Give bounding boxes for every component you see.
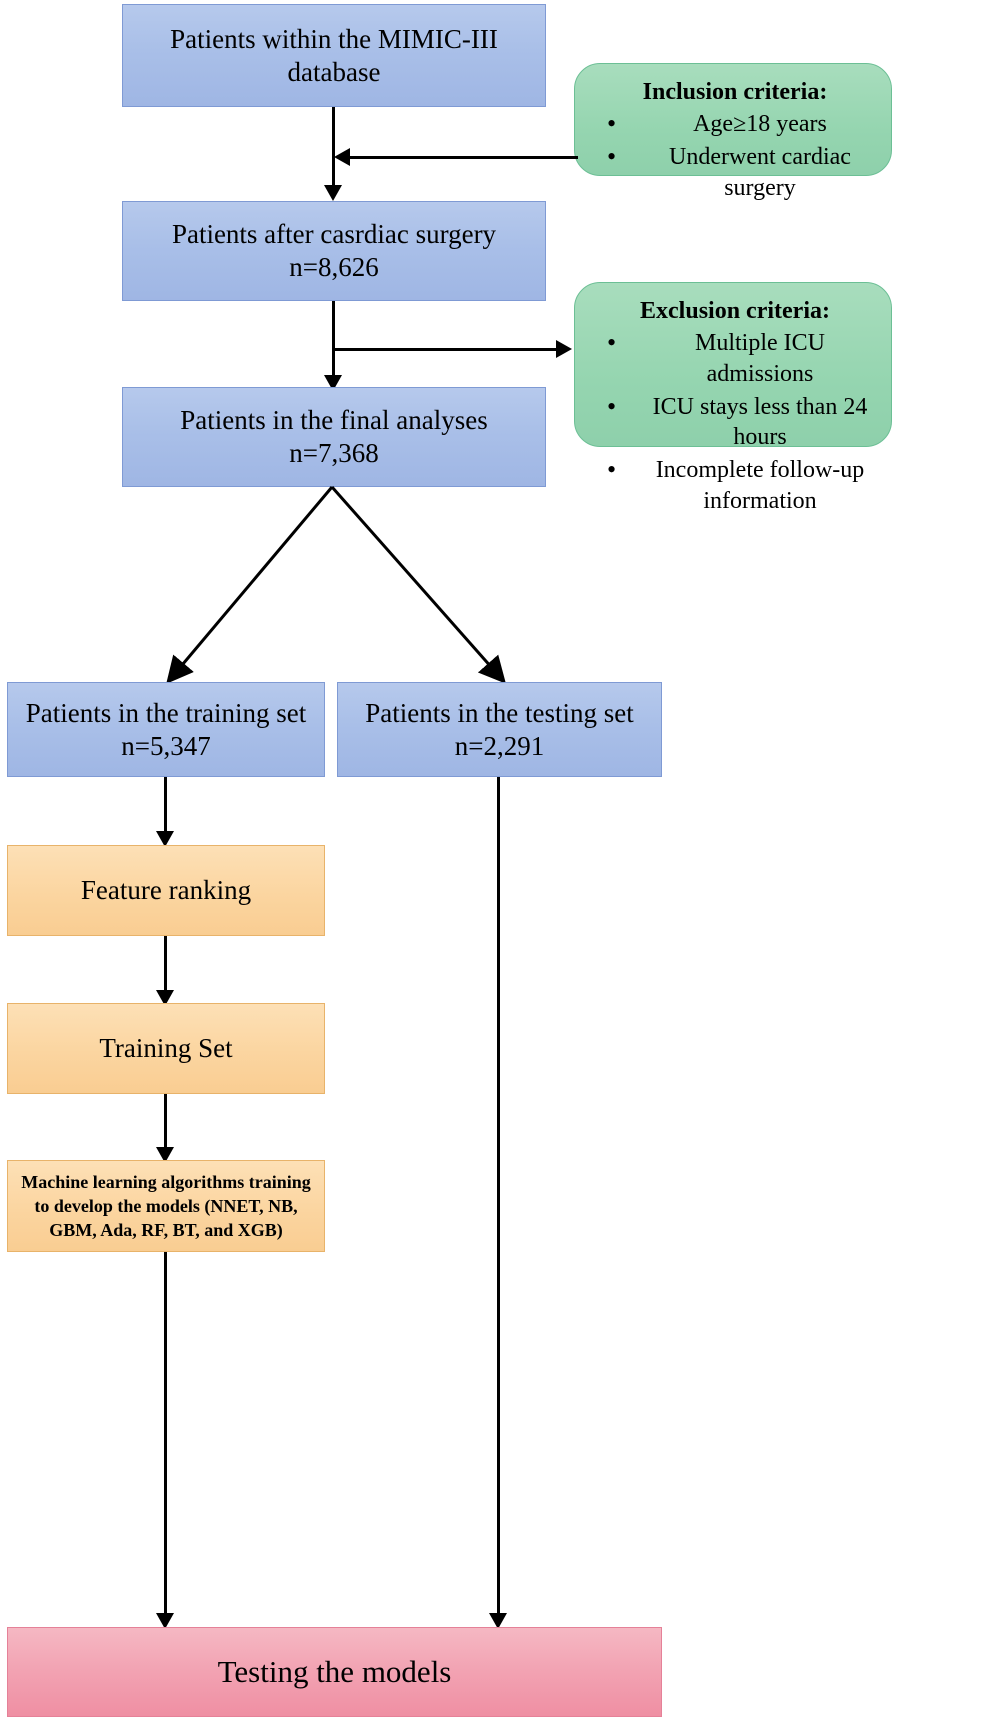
edge-surgery-to-final-line	[332, 301, 335, 379]
edge-ml-to-testingmodels-arrowhead	[156, 1613, 174, 1629]
edge-feature-to-trainingbox-line	[164, 936, 167, 994]
callout-exclusion-criteria[interactable]: Exclusion criteria: Multiple ICU admissi…	[574, 282, 892, 514]
edge-training-to-feature-line	[164, 777, 167, 835]
callout-exclusion-item-3: Incomplete follow-up information	[593, 453, 875, 516]
node-source-cohort[interactable]: Patients within the MIMIC-III database	[122, 4, 546, 107]
node-ml-training-line2: to develop the models (NNET, NB,	[34, 1195, 298, 1216]
callout-inclusion-item-1: Age≥18 years	[593, 107, 875, 140]
node-testing-models[interactable]: Testing the models	[7, 1627, 662, 1717]
node-source-cohort-line2: database	[287, 56, 381, 87]
edge-testingset-to-testingmodels-arrowhead	[489, 1613, 507, 1629]
node-final-analyses-line1: Patients in the final analyses	[180, 405, 488, 436]
node-final-analyses-line2: n=7,368	[289, 438, 379, 468]
edge-feature-to-trainingbox-arrowhead	[156, 990, 174, 1006]
edge-inclusion-arrowhead	[334, 148, 350, 166]
node-testing-set-line2: n=2,291	[454, 730, 545, 761]
edge-inclusion-line	[348, 156, 578, 159]
edge-testingset-to-testingmodels-line	[497, 777, 500, 1617]
edge-exclusion-line	[332, 348, 560, 351]
callout-inclusion-item-2: Underwent cardiac surgery	[593, 140, 875, 203]
node-training-set-box[interactable]: Training Set	[7, 1003, 325, 1094]
edge-trainingbox-to-ml-line	[164, 1094, 167, 1151]
edge-exclusion-arrowhead	[556, 340, 572, 358]
callout-exclusion-item-1: Multiple ICU admissions	[593, 326, 875, 389]
edge-split-diagonals	[166, 486, 506, 684]
node-training-set-line2: n=5,347	[121, 730, 211, 761]
node-after-surgery-line1: Patients after casrdiac surgery	[171, 219, 497, 250]
edge-trainingbox-to-ml-arrowhead	[156, 1147, 174, 1163]
callout-inclusion-title: Inclusion criteria:	[642, 79, 828, 105]
node-training-set-box-label: Training Set	[99, 1033, 233, 1064]
node-source-cohort-line1: Patients within the MIMIC-III	[170, 23, 498, 54]
node-feature-ranking[interactable]: Feature ranking	[7, 845, 325, 936]
callout-inclusion-criteria[interactable]: Inclusion criteria: Age≥18 years Underwe…	[574, 63, 892, 201]
edge-training-to-feature-arrowhead	[156, 831, 174, 847]
node-final-analyses[interactable]: Patients in the final analyses n=7,368	[122, 387, 546, 487]
callout-exclusion-item-2: ICU stays less than 24 hours	[593, 390, 875, 453]
node-testing-models-label: Testing the models	[217, 1654, 452, 1690]
node-testing-set[interactable]: Patients in the testing set n=2,291	[337, 682, 662, 777]
node-training-set-line1: Patients in the training set	[25, 697, 307, 728]
edge-source-to-surgery-line	[332, 107, 335, 189]
edge-source-to-surgery-arrowhead	[324, 185, 342, 201]
node-feature-ranking-label: Feature ranking	[80, 875, 252, 906]
node-after-surgery[interactable]: Patients after casrdiac surgery n=8,626	[122, 201, 546, 301]
node-training-set[interactable]: Patients in the training set n=5,347	[7, 682, 325, 777]
node-ml-training-line1: Machine learning algorithms training	[21, 1171, 311, 1192]
node-after-surgery-line2: n=8,626	[289, 252, 379, 282]
node-testing-set-line1: Patients in the testing set	[365, 697, 634, 728]
node-ml-training-line3: GBM, Ada, RF, BT, and XGB)	[49, 1220, 283, 1241]
node-ml-training[interactable]: Machine learning algorithms training to …	[7, 1160, 325, 1252]
edge-ml-to-testingmodels-line	[164, 1252, 167, 1617]
callout-exclusion-title: Exclusion criteria:	[640, 298, 830, 324]
